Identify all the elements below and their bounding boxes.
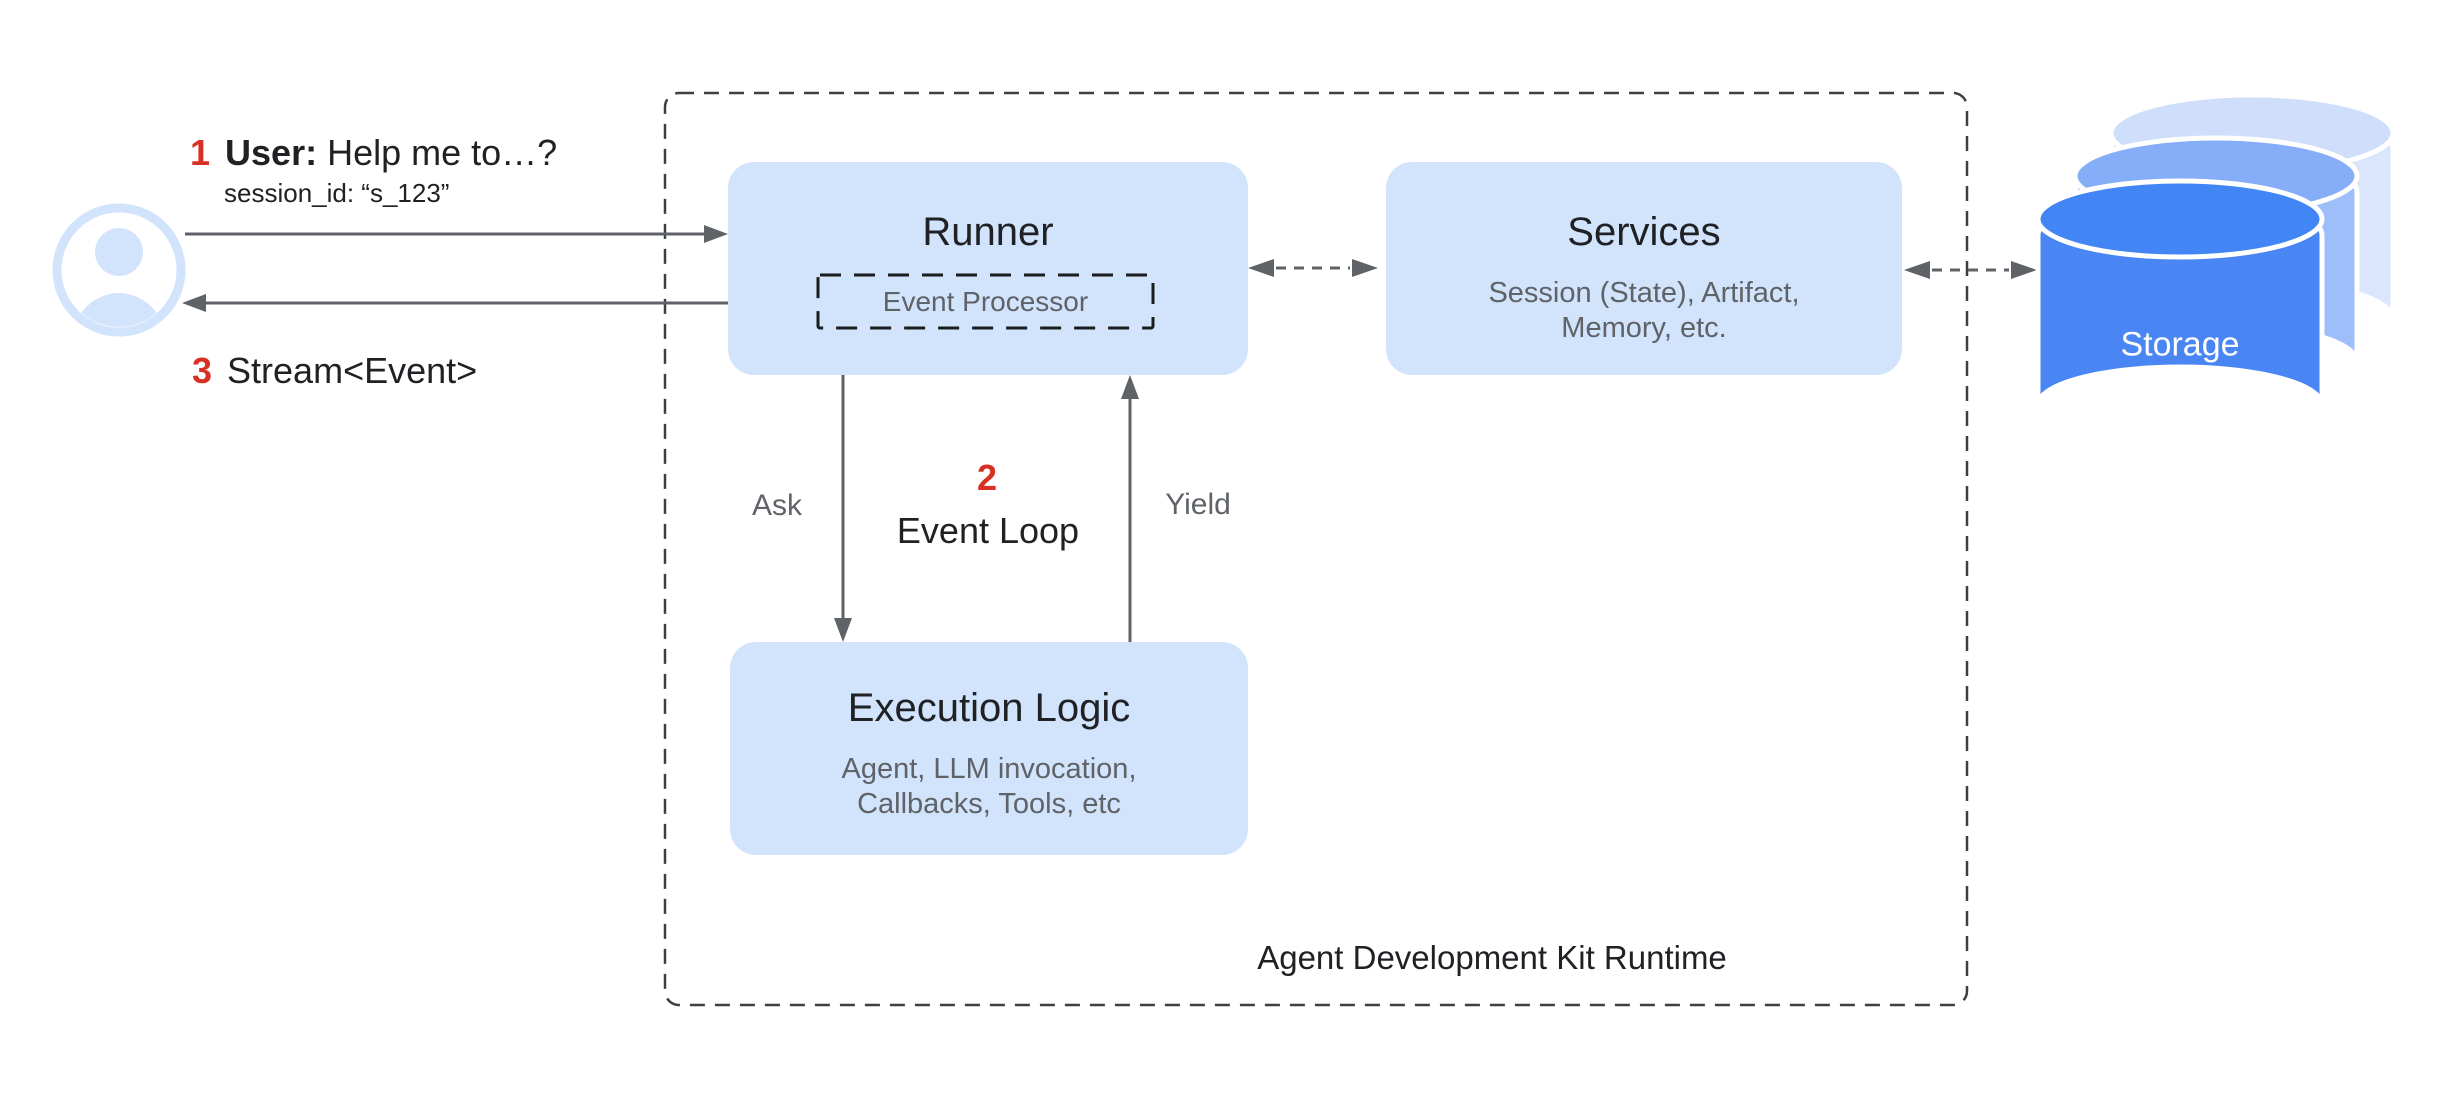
ask-arrow bbox=[834, 375, 852, 642]
event-loop-label: Event Loop bbox=[896, 510, 1080, 551]
execution-logic-subtitle: Agent, LLM invocation, Callbacks, Tools,… bbox=[841, 753, 1137, 820]
services-title: Services bbox=[1567, 210, 1721, 254]
runner-title: Runner bbox=[922, 210, 1054, 254]
storage-cylinder-front bbox=[2035, 178, 2325, 406]
storage-cylinder-back bbox=[2108, 92, 2396, 320]
runtime-container-title: Agent Development Kit Runtime bbox=[1257, 939, 1727, 976]
step1-label: 1 User: Help me to…? bbox=[190, 132, 557, 174]
storage-label: Storage bbox=[2120, 325, 2240, 364]
step3-message: Stream<Event> bbox=[227, 350, 478, 391]
runner-box: Runner Event Processor bbox=[728, 162, 1248, 375]
step3-label: 3 Stream<Event> bbox=[192, 350, 477, 392]
event-processor-label: Event Processor bbox=[882, 285, 1089, 317]
request-arrow bbox=[185, 225, 728, 243]
stream-return-arrow bbox=[182, 294, 728, 312]
runner-services-arrow bbox=[1248, 259, 1378, 277]
execution-logic-box: Execution Logic Agent, LLM invocation, C… bbox=[730, 642, 1248, 855]
yield-label: Yield bbox=[1165, 488, 1231, 521]
execution-logic-title: Execution Logic bbox=[847, 686, 1131, 730]
user-avatar-icon bbox=[52, 203, 186, 337]
ask-label: Ask bbox=[751, 489, 803, 522]
step1-actor: User: bbox=[225, 132, 318, 173]
yield-arrow bbox=[1121, 375, 1139, 642]
session-id-label: session_id: “s_123” bbox=[224, 178, 450, 208]
step1-message: Help me to…? bbox=[327, 132, 558, 173]
services-box: Services Session (State), Artifact, Memo… bbox=[1386, 162, 1902, 375]
services-storage-arrow bbox=[1904, 261, 2037, 279]
step1-number: 1 bbox=[190, 132, 211, 173]
event-loop-number: 2 bbox=[976, 457, 998, 498]
services-subtitle: Session (State), Artifact, Memory, etc. bbox=[1488, 277, 1800, 344]
step3-number: 3 bbox=[192, 350, 213, 391]
